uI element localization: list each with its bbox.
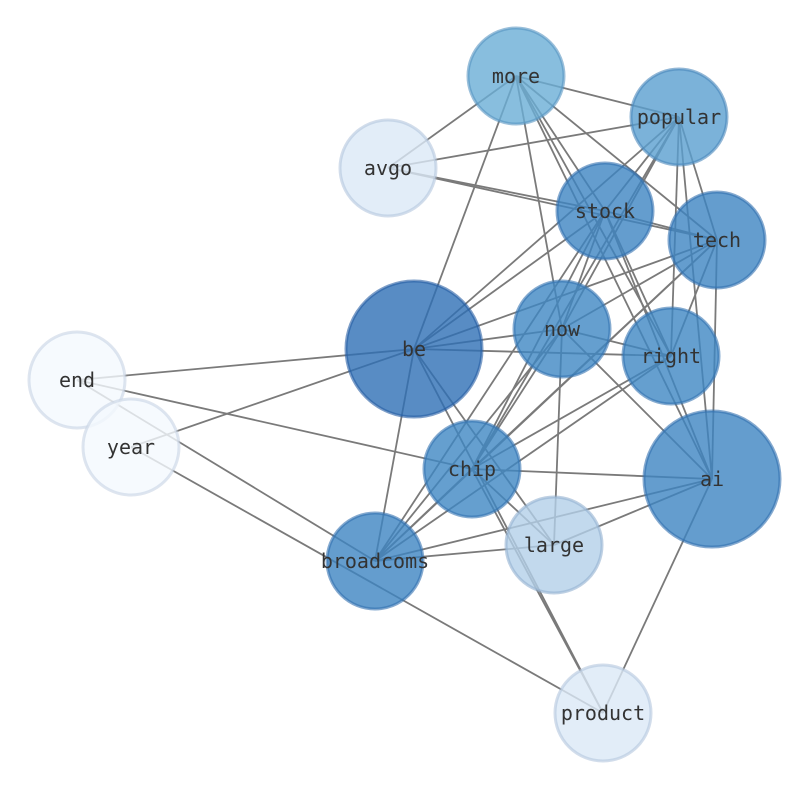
node-circle: [629, 67, 729, 167]
node-circle: [621, 306, 721, 406]
node-be[interactable]: be: [344, 279, 484, 419]
node-label: now: [544, 317, 581, 341]
node-label: ai: [700, 467, 724, 491]
node-label: product: [561, 701, 645, 725]
node-circle: [512, 279, 612, 379]
node-label: large: [524, 533, 584, 557]
node-label: chip: [448, 457, 496, 481]
node-layer: more popular avgo stock tech be now right end yea…: [27, 26, 782, 763]
edge-avgo-tech: [387, 167, 718, 241]
node-stock[interactable]: stock: [555, 161, 655, 261]
node-circle: [667, 190, 767, 290]
node-now[interactable]: now: [512, 279, 612, 379]
node-label: right: [641, 344, 701, 368]
node-label: tech: [693, 228, 741, 252]
node-avgo[interactable]: avgo: [338, 118, 438, 218]
node-circle: [555, 161, 655, 261]
node-label: popular: [637, 105, 721, 129]
node-label: more: [492, 64, 540, 88]
node-circle: [422, 419, 522, 519]
node-product[interactable]: product: [553, 663, 653, 763]
node-label: stock: [575, 199, 635, 223]
node-circle: [27, 330, 127, 430]
node-ai[interactable]: ai: [642, 409, 782, 549]
node-label: be: [402, 337, 426, 361]
node-circle: [325, 511, 425, 611]
node-label: end: [59, 368, 95, 392]
node-large[interactable]: large: [504, 495, 604, 595]
node-label: broadcoms: [321, 549, 429, 573]
node-label: year: [107, 435, 155, 459]
node-circle: [466, 26, 566, 126]
node-year[interactable]: year: [81, 397, 181, 497]
edge-right-broadcoms: [374, 355, 672, 562]
node-right[interactable]: right: [621, 306, 721, 406]
node-chip[interactable]: chip: [422, 419, 522, 519]
node-circle: [344, 279, 484, 419]
edge-stock-broadcoms: [374, 210, 606, 562]
node-circle: [81, 397, 181, 497]
edge-end-chip: [76, 379, 473, 470]
node-popular[interactable]: popular: [629, 67, 729, 167]
node-circle: [504, 495, 604, 595]
node-broadcoms[interactable]: broadcoms: [321, 511, 429, 611]
node-end[interactable]: end: [27, 330, 127, 430]
node-tech[interactable]: tech: [667, 190, 767, 290]
node-circle: [642, 409, 782, 549]
node-circle: [553, 663, 653, 763]
node-more[interactable]: more: [466, 26, 566, 126]
node-circle: [338, 118, 438, 218]
node-label: avgo: [364, 156, 412, 180]
